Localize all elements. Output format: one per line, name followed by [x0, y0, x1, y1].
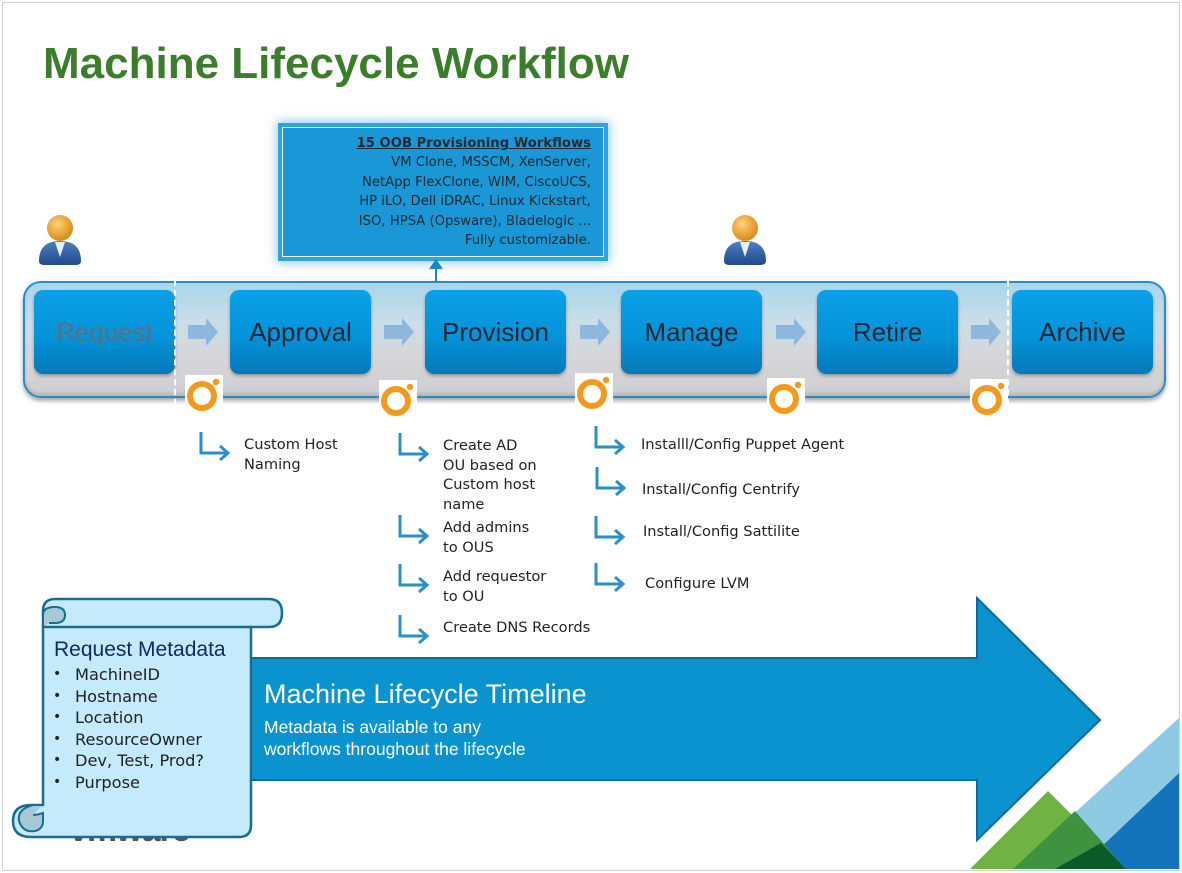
- orchestrator-ring-icon[interactable]: [767, 378, 805, 416]
- orchestrator-ring-icon[interactable]: [575, 373, 613, 411]
- elbow-arrow-icon: [398, 564, 430, 593]
- metadata-item: •Hostname: [53, 686, 158, 706]
- elbow-arrow-icon: [398, 615, 430, 644]
- brand-corner-graphic: [970, 718, 1179, 869]
- timeline-subtitle-line: Metadata is available to any: [264, 717, 481, 737]
- elbow-arrow-icon: [594, 563, 626, 592]
- flow-arrow-icon: [971, 318, 1001, 346]
- callout-line: NetApp FlexClone, WIM, CiscoUCS,: [361, 174, 591, 190]
- task-custom-host-naming: Custom Host Naming: [198, 431, 338, 474]
- metadata-item: •MachineID: [53, 665, 161, 684]
- flow-arrow-icon: [580, 318, 610, 346]
- metadata-item: •Purpose: [53, 772, 140, 792]
- slide-title: Machine Lifecycle Workflow: [43, 39, 630, 88]
- flow-arrow-icon: [776, 318, 806, 346]
- stage-manage[interactable]: Manage: [621, 290, 762, 374]
- metadata-item: •Location: [53, 708, 144, 728]
- task-create-dns-records: Create DNS Records: [397, 614, 590, 644]
- task-puppet-agent: Installl/Config Puppet Agent: [593, 425, 844, 455]
- task-centrify: Install/Config Centrify: [594, 466, 800, 500]
- task-add-admins: Add admins to OUS: [397, 514, 529, 557]
- stage-request[interactable]: Request: [34, 290, 175, 374]
- orchestrator-ring-icon[interactable]: [379, 380, 417, 418]
- task-sattilite: Install/Config Sattilite: [593, 515, 800, 545]
- provisioning-workflows-callout: 15 OOB Provisioning Workflows VM Clone, …: [282, 127, 604, 257]
- timeline-arrow: [250, 595, 1102, 843]
- orchestrator-ring-icon[interactable]: [185, 375, 223, 413]
- requester-user-icon: [39, 215, 81, 265]
- metadata-scroll-title: Request Metadata: [54, 638, 226, 661]
- stage-archive[interactable]: Archive: [1012, 290, 1153, 374]
- metadata-list: •MachineID •Hostname •Location •Resource…: [53, 664, 204, 794]
- stage-retire[interactable]: Retire: [817, 290, 958, 374]
- timeline-subtitle: Metadata is available to any workflows t…: [264, 716, 526, 760]
- timeline-title: Machine Lifecycle Timeline: [264, 679, 587, 709]
- phase-divider: [1007, 270, 1009, 415]
- task-configure-lvm: Configure LVM: [593, 562, 749, 594]
- callout-heading: 15 OOB Provisioning Workflows: [356, 136, 591, 151]
- task-create-ad-ou: Create AD OU based on Custom host name: [397, 432, 537, 514]
- elbow-arrow-icon: [594, 426, 626, 455]
- elbow-arrow-icon: [595, 467, 627, 496]
- stage-approval[interactable]: Approval: [230, 290, 371, 374]
- metadata-item: •ResourceOwner: [53, 729, 203, 749]
- callout-line: VM Clone, MSSCM, XenServer,: [391, 155, 591, 171]
- corner-dark-green-triangle: [1055, 843, 1126, 869]
- callout-line: ISO, HPSA (Opsware), Bladelogic ...: [358, 213, 591, 229]
- callout-line: Fully customizable.: [464, 233, 591, 249]
- elbow-arrow-icon: [594, 516, 626, 545]
- manager-user-icon: [724, 215, 766, 265]
- timeline-subtitle-line: workflows throughout the lifecycle: [264, 739, 526, 759]
- task-add-requestor: Add requestor to OU: [397, 563, 546, 606]
- elbow-arrow-icon: [398, 515, 430, 544]
- elbow-arrow-icon: [398, 433, 430, 462]
- flow-arrow-icon: [384, 318, 414, 346]
- stage-provision[interactable]: Provision: [425, 290, 566, 374]
- orchestrator-ring-icon[interactable]: [970, 379, 1008, 417]
- phase-divider: [174, 270, 176, 415]
- elbow-arrow-icon: [199, 432, 231, 461]
- metadata-item: •Dev, Test, Prod?: [53, 751, 205, 771]
- flow-arrow-icon: [188, 318, 218, 346]
- metadata-scroll-shape: [11, 597, 284, 839]
- callout-arrowhead-icon: [429, 259, 443, 269]
- callout-line: HP iLO, Dell iDRAC, Linux Kickstart,: [359, 194, 591, 210]
